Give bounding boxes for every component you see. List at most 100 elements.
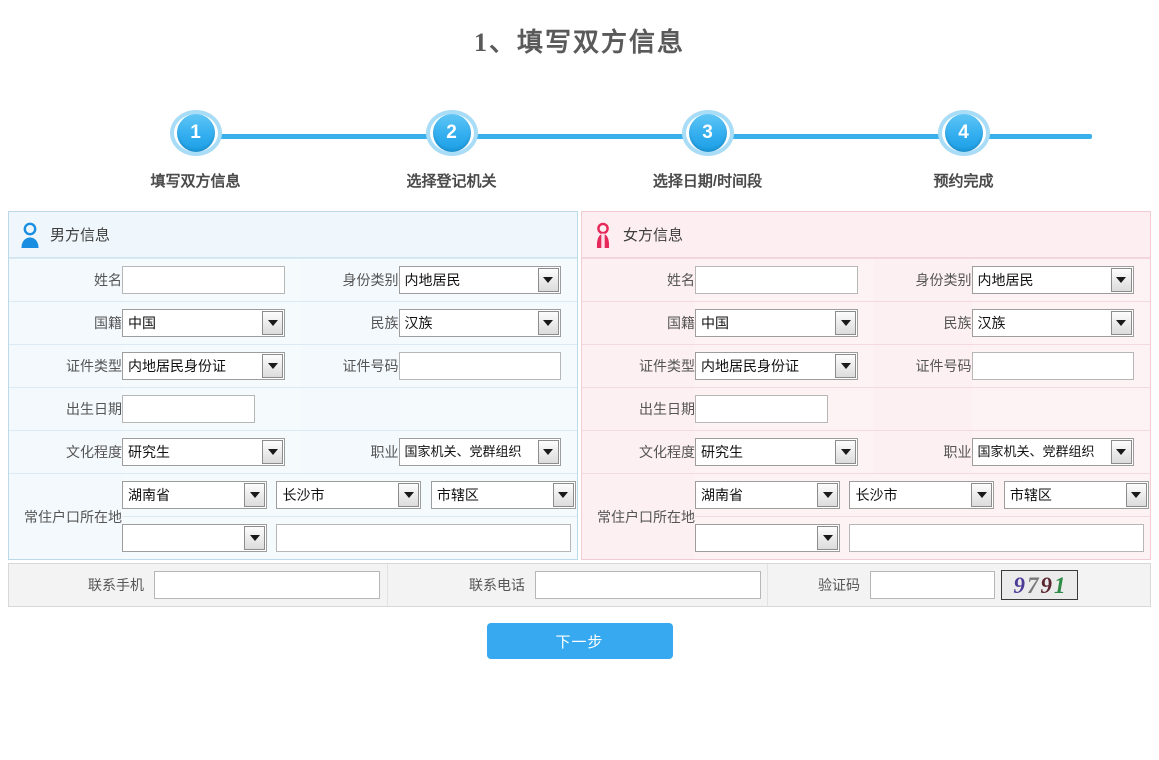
- male-nationality-select[interactable]: 中国: [122, 309, 285, 337]
- mobile-input[interactable]: [154, 571, 380, 599]
- male-cert-type-label: 证件类型: [9, 344, 122, 388]
- female-birth-input[interactable]: [695, 395, 828, 423]
- female-form-table: 姓名 身份类别 内地居民 国籍 中国: [582, 258, 1150, 559]
- male-ethnicity-label: 民族: [300, 301, 399, 345]
- male-birth-input[interactable]: [122, 395, 255, 423]
- male-panel-title: 男方信息: [50, 227, 111, 244]
- female-residence-city-select[interactable]: 长沙市: [849, 481, 995, 509]
- male-residence-province-value: 湖南省: [128, 487, 170, 503]
- chevron-down-icon[interactable]: [262, 354, 283, 378]
- male-info-panel: 男方信息 姓名 身份类别 内地居民 国籍: [8, 211, 578, 560]
- step-2-circle: 2: [425, 110, 478, 156]
- female-nationality-value: 中国: [701, 315, 729, 331]
- male-residence-sub-select[interactable]: [122, 524, 267, 553]
- male-row-residence: 常住户口所在地 湖南省 长沙市 市辖区: [9, 473, 577, 559]
- chevron-down-icon[interactable]: [398, 483, 420, 507]
- female-residence-district-value: 市辖区: [1009, 487, 1052, 503]
- chevron-down-icon[interactable]: [971, 483, 993, 507]
- chevron-down-icon[interactable]: [537, 268, 559, 292]
- female-nationality-label: 国籍: [582, 301, 695, 345]
- step-4-number: 4: [944, 114, 983, 152]
- chevron-down-icon[interactable]: [537, 440, 559, 464]
- female-cert-no-field: [971, 344, 1150, 388]
- step-4[interactable]: 4 预约完成: [836, 89, 1092, 190]
- female-residence-sub-select[interactable]: [695, 524, 840, 553]
- step-1[interactable]: 1 填写双方信息: [68, 89, 324, 190]
- step-2[interactable]: 2 选择登记机关: [324, 89, 580, 190]
- female-nationality-select[interactable]: 中国: [695, 309, 858, 337]
- female-occupation-select[interactable]: 国家机关、党群组织: [971, 438, 1134, 466]
- chevron-down-icon[interactable]: [552, 483, 574, 507]
- male-residence-province-select[interactable]: 湖南省: [122, 481, 267, 509]
- male-name-field: [122, 258, 301, 302]
- female-occupation-value: 国家机关、党群组织: [977, 444, 1095, 459]
- chevron-down-icon[interactable]: [817, 483, 838, 507]
- female-cert-type-value: 内地居民身份证: [701, 358, 799, 374]
- captcha-digit-1: 9: [1013, 572, 1026, 598]
- male-education-value: 研究生: [128, 444, 170, 460]
- male-ethnicity-field: 汉族: [398, 301, 577, 345]
- male-residence-city-select[interactable]: 长沙市: [276, 481, 422, 509]
- male-residence-district-value: 市辖区: [436, 487, 479, 503]
- female-residence-district-select[interactable]: 市辖区: [1003, 481, 1149, 509]
- chevron-down-icon[interactable]: [835, 354, 856, 378]
- male-cert-no-label: 证件号码: [300, 344, 399, 388]
- female-row-birth: 出生日期: [582, 387, 1150, 431]
- female-panel-header: 女方信息: [582, 212, 1150, 258]
- step-3[interactable]: 3 选择日期/时间段: [580, 89, 836, 190]
- chevron-down-icon[interactable]: [1110, 440, 1132, 464]
- step-1-label: 填写双方信息: [150, 173, 241, 190]
- female-residence-label: 常住户口所在地: [582, 473, 695, 559]
- male-ethnicity-select[interactable]: 汉族: [398, 309, 561, 337]
- male-identity-type-select[interactable]: 内地居民: [398, 266, 561, 294]
- male-cert-type-select[interactable]: 内地居民身份证: [122, 352, 285, 380]
- chevron-down-icon[interactable]: [262, 311, 283, 335]
- male-residence-field-row2: [122, 516, 577, 559]
- male-occupation-field: 国家机关、党群组织: [398, 430, 577, 474]
- next-step-button[interactable]: 下一步: [486, 623, 673, 659]
- captcha-input[interactable]: [870, 571, 995, 599]
- female-identity-type-select[interactable]: 内地居民: [971, 266, 1134, 294]
- female-name-input[interactable]: [695, 266, 858, 294]
- male-residence-district-select[interactable]: 市辖区: [430, 481, 576, 509]
- female-education-label: 文化程度: [582, 430, 695, 474]
- female-residence-city-value: 长沙市: [855, 487, 898, 503]
- chevron-down-icon[interactable]: [244, 526, 265, 551]
- stepper-track: [187, 134, 1092, 139]
- female-residence-province-select[interactable]: 湖南省: [695, 481, 840, 509]
- chevron-down-icon[interactable]: [537, 311, 559, 335]
- male-ethnicity-value: 汉族: [404, 315, 433, 331]
- male-residence-detail-input[interactable]: [276, 523, 572, 552]
- male-education-select[interactable]: 研究生: [122, 438, 285, 466]
- female-info-panel: 女方信息 姓名 身份类别 内地居民 国籍: [581, 211, 1151, 560]
- chevron-down-icon[interactable]: [817, 526, 838, 551]
- male-name-label: 姓名: [9, 258, 122, 302]
- step-1-circle: 1: [169, 110, 222, 156]
- female-occupation-label: 职业: [873, 430, 972, 474]
- male-cert-no-input[interactable]: [398, 352, 561, 380]
- chevron-down-icon[interactable]: [835, 440, 856, 464]
- female-birth-spacer-left: [873, 387, 972, 431]
- female-ethnicity-select[interactable]: 汉族: [971, 309, 1134, 337]
- male-identity-type-field: 内地居民: [398, 258, 577, 302]
- female-cert-no-input[interactable]: [971, 352, 1134, 380]
- male-birth-spacer-left: [300, 387, 399, 431]
- chevron-down-icon[interactable]: [835, 311, 856, 335]
- chevron-down-icon[interactable]: [244, 483, 265, 507]
- chevron-down-icon[interactable]: [1110, 311, 1132, 335]
- male-occupation-select[interactable]: 国家机关、党群组织: [398, 438, 561, 466]
- phone-input[interactable]: [535, 571, 761, 599]
- female-cert-type-select[interactable]: 内地居民身份证: [695, 352, 858, 380]
- female-residence-detail-input[interactable]: [849, 523, 1145, 552]
- male-birth-spacer-right: [398, 387, 577, 431]
- male-name-input[interactable]: [122, 266, 285, 294]
- phone-label: 联系电话: [469, 577, 525, 593]
- female-row-name: 姓名 身份类别 内地居民: [582, 258, 1150, 302]
- chevron-down-icon[interactable]: [1125, 483, 1147, 507]
- chevron-down-icon[interactable]: [1110, 268, 1132, 292]
- chevron-down-icon[interactable]: [262, 440, 283, 464]
- step-2-label: 选择登记机关: [406, 173, 497, 190]
- female-education-select[interactable]: 研究生: [695, 438, 858, 466]
